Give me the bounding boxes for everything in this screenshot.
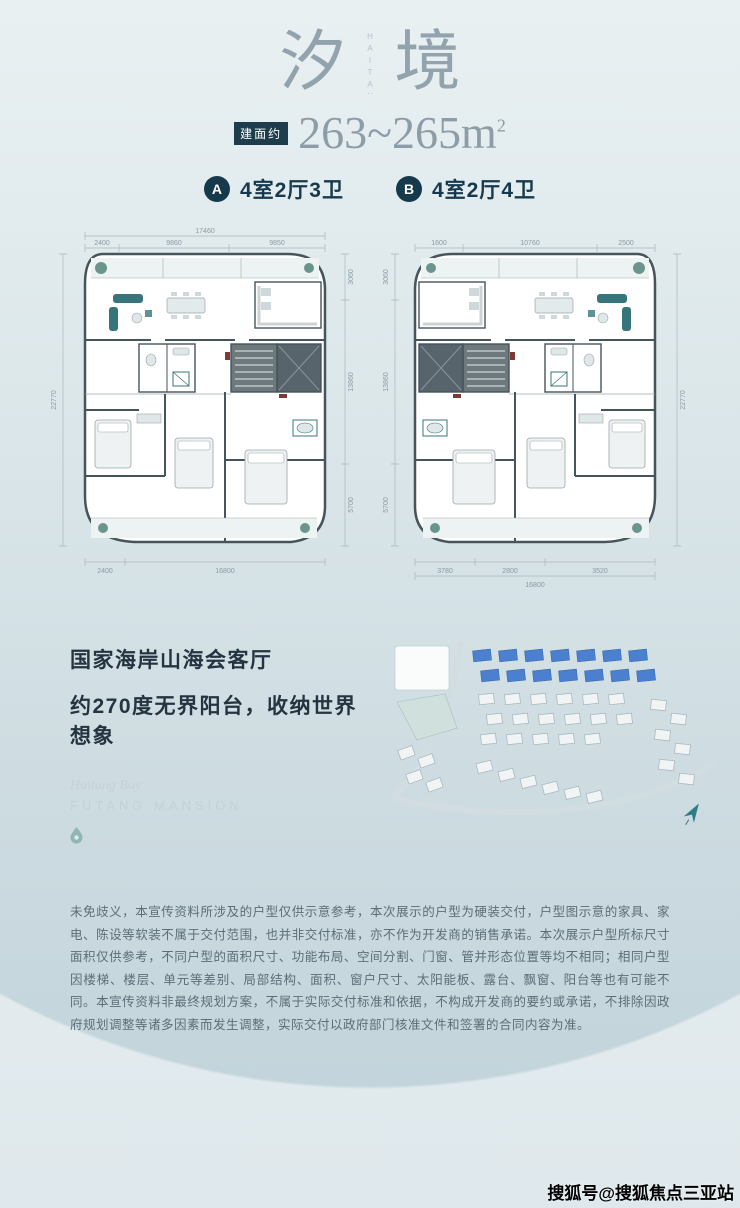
disclaimer-text: 未免歧义，本宣传资料所涉及的户型仅供示意参考，本次展示的户型为硬装交付，户型图示… — [70, 905, 670, 1032]
title-block: 汐 HAITANGBAY 境 建面约 263~265m2 A 4室2厅3卫 B … — [0, 0, 740, 204]
page-title: 汐 HAITANGBAY 境 — [0, 0, 740, 96]
floorplan-b-dimension-lines — [391, 244, 681, 580]
brand-en-line-1: Haitang Bay — [70, 778, 142, 793]
title-char-jing: 境 — [394, 26, 461, 99]
sohu-watermark: 搜狐号@搜狐焦点三亚站 — [547, 1184, 734, 1203]
floorplan-a-body — [83, 252, 327, 544]
title-char-xi: 汐 — [279, 26, 346, 99]
dim-b-top-2: 10760 — [520, 240, 540, 247]
area-value: 263~265m2 — [298, 110, 506, 156]
dim-b-top-3: 2500 — [618, 240, 634, 247]
dim-a-top-2: 9860 — [166, 240, 182, 247]
feature-section: 国家海岸山海会客厅 约270度无界阳台，收纳世界想象 Haitang Bay F… — [70, 636, 718, 849]
floorplan-a: 17460 2400 9860 9850 22770 3060 13860 57… — [51, 228, 355, 575]
dim-b-right-total: 22770 — [680, 390, 687, 410]
feature-text-block: 国家海岸山海会客厅 约270度无界阳台，收纳世界想象 Haitang Bay F… — [70, 636, 375, 849]
title-vertical-text: HAITANGBAY — [365, 32, 375, 94]
dim-a-top-total: 17460 — [195, 228, 215, 235]
dim-a-top-3: 9850 — [269, 240, 285, 247]
dim-a-right-2: 13860 — [348, 372, 355, 392]
dim-b-top-1: 1600 — [431, 240, 447, 247]
dim-b-bottom-1: 3780 — [437, 568, 453, 575]
area-label-tag: 建面约 — [234, 121, 289, 145]
location-pin-icon — [70, 827, 83, 844]
dim-b-bottom-total: 16800 — [525, 582, 545, 589]
area-number: 263~265m — [298, 107, 497, 158]
unit-a: A 4室2厅3卫 — [203, 174, 344, 204]
dim-b-bottom-2: 2800 — [502, 568, 518, 575]
highlighted-buildings — [472, 648, 656, 683]
dim-b-left-1: 3060 — [383, 269, 390, 285]
dim-b-left-3: 5700 — [383, 497, 390, 513]
floorplans-section: 17460 2400 9860 9850 22770 3060 13860 57… — [0, 224, 740, 592]
dim-b-bottom-3: 3520 — [592, 568, 608, 575]
dim-a-bottom-2: 16800 — [215, 568, 235, 575]
site-plan — [390, 641, 715, 826]
dim-a-right-1: 3060 — [348, 269, 355, 285]
area-row: 建面约 263~265m2 — [0, 110, 740, 156]
unit-b-label: 4室2厅4卫 — [432, 179, 537, 202]
brand-watermark: Haitang Bay FUTANG MANSION — [70, 778, 375, 813]
feature-line-1: 国家海岸山海会客厅 — [70, 649, 273, 672]
unit-b-badge: B — [396, 176, 422, 202]
area-sup: 2 — [496, 115, 506, 136]
floorplan-a-dimension-lines — [59, 232, 349, 566]
site-plan-plaza — [394, 645, 450, 691]
unit-row: A 4室2厅3卫 B 4室2厅4卫 — [0, 174, 740, 204]
site-plan-buildings — [397, 692, 695, 804]
unit-a-badge: A — [203, 176, 230, 202]
dim-a-bottom-1: 2400 — [97, 568, 113, 575]
floorplan-b-body — [413, 252, 657, 544]
unit-b: B 4室2厅4卫 — [396, 174, 536, 204]
feature-line-2: 约270度无界阳台，收纳世界想象 — [70, 695, 358, 748]
dim-b-left-2: 13860 — [383, 372, 390, 392]
site-plan-landscape — [396, 693, 458, 741]
brand-en-line-2: FUTANG MANSION — [70, 798, 243, 813]
dim-a-right-3: 5700 — [348, 497, 355, 513]
floorplan-b: 1600 10760 2500 3060 13860 5700 22770 37… — [383, 240, 687, 589]
dim-a-top-1: 2400 — [94, 240, 110, 247]
unit-a-label: 4室2厅3卫 — [239, 179, 344, 202]
dim-a-left-total: 22770 — [51, 390, 58, 410]
compass-icon — [683, 803, 699, 826]
